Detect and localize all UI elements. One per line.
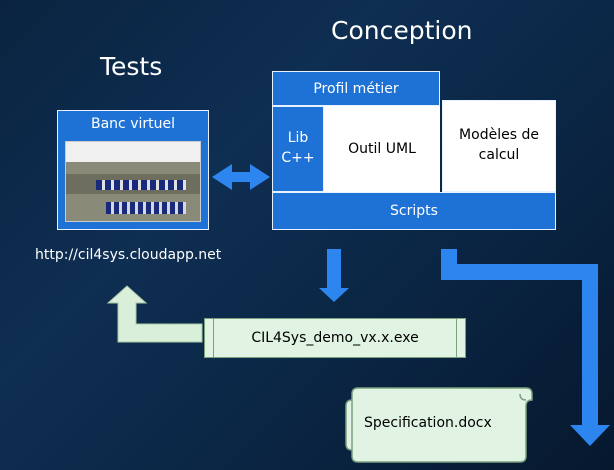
outil-uml-box: Outil UML	[324, 106, 440, 192]
cloud-url: http://cil4sys.cloudapp.net	[35, 247, 222, 263]
banc-virtuel-label: Banc virtuel	[91, 116, 175, 132]
screenshot-toolbar	[66, 142, 200, 162]
cpp-label: C++	[281, 150, 315, 166]
scripts-label: Scripts	[390, 203, 438, 219]
screenshot-blocks-lower	[106, 202, 186, 214]
exe-file-label: CIL4Sys_demo_vx.x.exe	[251, 330, 419, 346]
scripts-box: Scripts	[272, 192, 556, 230]
conception-title: Conception	[331, 16, 473, 45]
profil-metier-box: Profil métier	[272, 71, 440, 106]
modeles-label-line2: calcul	[478, 147, 520, 163]
tests-title: Tests	[100, 52, 163, 81]
simulator-screenshot	[65, 141, 201, 222]
double-arrow	[212, 164, 270, 190]
screenshot-blocks	[96, 180, 186, 190]
exe-file-box: CIL4Sys_demo_vx.x.exe	[204, 318, 466, 358]
outil-uml-label: Outil UML	[348, 141, 416, 157]
profil-metier-label: Profil métier	[313, 80, 399, 97]
spec-arrow	[441, 249, 610, 446]
scroll-curl	[351, 393, 527, 450]
modeles-calcul-box: Modèles de calcul	[442, 100, 556, 192]
lib-cpp-box: Lib C++	[272, 106, 324, 192]
modeles-label-line1: Modèles de	[459, 127, 539, 144]
exe-right-bar	[456, 319, 457, 357]
lib-label: Lib	[287, 130, 309, 147]
down-arrow-exe	[319, 249, 349, 302]
exe-left-bar	[213, 319, 214, 357]
return-arrow	[106, 285, 203, 343]
scroll-body	[345, 387, 533, 463]
spec-file-label: Specification.docx	[364, 415, 492, 431]
